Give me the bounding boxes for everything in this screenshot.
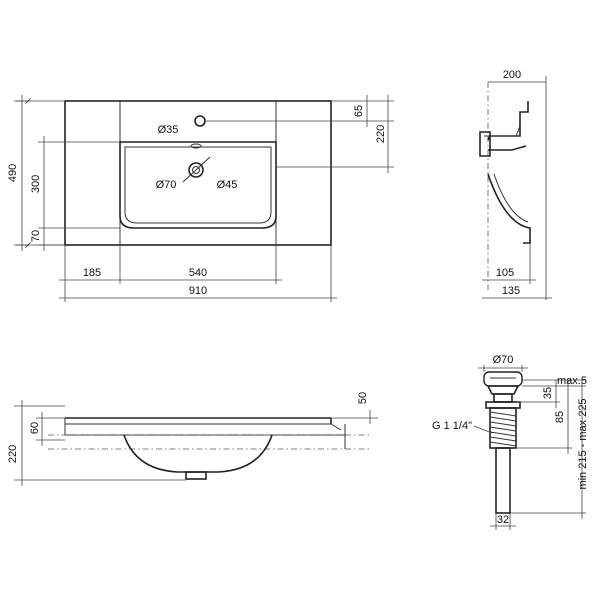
drain-collar [486,385,520,395]
drain-dimensions [473,365,586,530]
dim-70: 70 [30,230,42,242]
dim-max5: max.5 [557,375,587,387]
dim-185: 185 [83,267,101,279]
side-edge-detail [515,125,521,137]
tap-hole [194,115,206,127]
label-d70: Ø70 [156,179,177,191]
dim-540: 540 [189,267,207,279]
side-view-dimensions [482,76,552,300]
drain-flange [485,401,521,409]
dim-min-max: min 215 - max 225 [577,398,589,489]
label-d35: Ø35 [158,124,179,136]
dim-220-top: 220 [375,125,387,143]
dim-65: 65 [353,105,365,117]
front-drain-stub [185,471,207,480]
side-view: 200 105 135 [479,69,552,300]
dim-60: 60 [29,422,41,434]
top-view-dimensions [14,95,394,302]
dim-200: 200 [503,69,521,81]
thread-lines [489,411,517,447]
dim-85: 85 [554,411,566,423]
drain-cap [483,371,523,387]
front-view-dimensions [14,400,378,486]
drain-hole-outer [188,162,204,178]
dim-135: 135 [502,285,520,297]
dim-50: 50 [357,392,369,404]
basin-outline [64,100,332,246]
label-d45: Ø45 [217,179,238,191]
drain-leader [182,156,211,183]
dim-d70-drain: Ø70 [493,354,514,366]
dim-32: 32 [497,514,509,526]
dim-105: 105 [496,267,514,279]
drain-view: Ø70 max.5 35 85 min 215 - max 225 32 G 1… [432,354,589,530]
dim-910: 910 [189,285,207,297]
top-view: 490 300 70 65 220 185 540 910 Ø35 Ø70 Ø4… [7,95,394,302]
front-bowl [123,434,273,473]
overflow-hole [190,143,202,149]
front-corner [330,423,342,431]
drain-thread [489,407,517,449]
bowl-inner-outline [124,146,272,224]
dim-220-front: 220 [7,445,19,463]
bowl-profile [487,173,531,244]
drain-tail-pipe [495,447,511,514]
dim-35: 35 [542,387,554,399]
tap-fitting-side [479,131,491,157]
thread-label: G 1 1/4" [432,420,472,432]
front-view: 220 60 50 [7,392,378,486]
bowl-outline [119,141,277,229]
drain-neck [493,393,513,403]
drain-hole-inner [192,166,200,174]
side-profile-overflow [488,145,527,151]
side-profile-top [487,101,529,141]
dim-300: 300 [30,175,42,193]
dim-490: 490 [7,164,19,182]
bowl-profile-inner [493,173,529,223]
